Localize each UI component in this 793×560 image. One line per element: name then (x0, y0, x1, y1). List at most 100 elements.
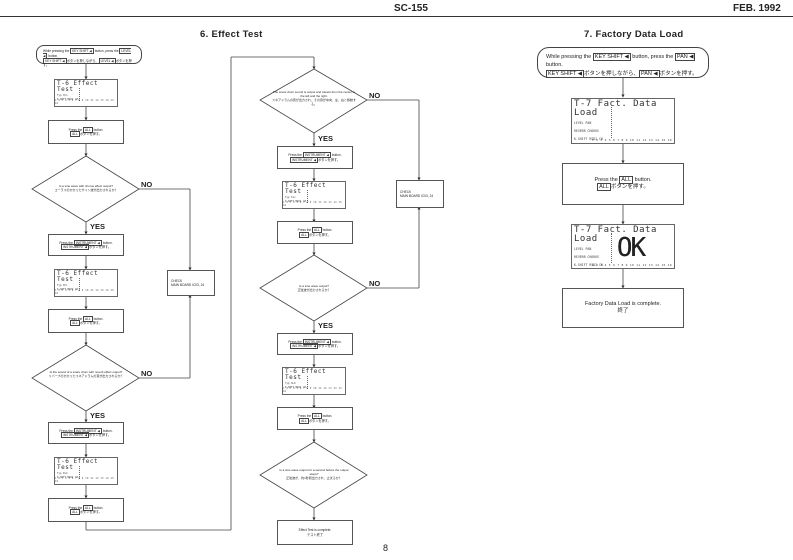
lcd-type: Typ SLD (285, 382, 296, 385)
lcd-dotted-divider (610, 233, 612, 263)
key-shift-key: KEY SHIFT ◀ (70, 48, 94, 54)
step-text: button. (93, 127, 104, 132)
lcd-title: T-6 Effect Test (57, 270, 99, 283)
step-text: Press the (68, 127, 83, 132)
step-text-jp: ボタンを押す。 (89, 433, 112, 437)
lcd-dotted-divider (610, 107, 612, 138)
check-label: CHECK (400, 189, 412, 194)
key-shift-key: KEY SHIFT ◀ (43, 57, 67, 64)
all-key: ALL (619, 175, 634, 184)
lcd-title: T-6 Effect Test (57, 458, 99, 471)
lcd-title: T-6 Effect Test (285, 368, 327, 381)
press-instrument-box-1: Press the INSTRUMENT ◀ button. INSTRUMEN… (48, 234, 124, 256)
instrument-key: INSTRUMENT ◀ (73, 427, 102, 434)
press-instrument-box-4: Press the INSTRUMENT ◀ button. INSTRUMEN… (277, 333, 353, 355)
pan-key: PAN ◀ (674, 53, 696, 61)
decision-question: The snare drum sound is output and trave… (272, 90, 356, 99)
step-text: button. (102, 240, 113, 245)
decision-question-jp: 正弦波が出力されるか？ (297, 288, 331, 293)
step-text-jp: ボタンを押す。 (308, 418, 331, 423)
lcd-row: K.SHFT MIDI CH (285, 386, 307, 389)
page-number: 8 (383, 543, 389, 553)
document-date: FEB. 1992 (733, 3, 781, 14)
press-instrument-box-2: Press the INSTRUMENT ◀ button. INSTRUMEN… (48, 422, 124, 444)
lcd-title: T-7 Fact. Data Load (574, 225, 657, 244)
step-text: Press the (59, 240, 73, 245)
lcd-channel-numbers: 1 2 3 4 5 6 7 8 9 10 11 12 13 14 15 16 (283, 387, 342, 393)
lcd-row: K.SHFT MIDI CH (57, 476, 79, 479)
all-key: ALL (597, 183, 611, 191)
level-key: LEVEL ◀ (98, 57, 116, 64)
lcd-channel-numbers: 1 2 3 4 5 6 7 8 9 10 11 12 13 14 15 16 (55, 477, 114, 483)
decision-text-5: Is a sine wave output for a second befor… (276, 468, 352, 480)
check-box-2: CHECK MAIN BOARD IC03, 24 (396, 180, 444, 208)
step-text-jp: ボタンを押す。 (79, 510, 102, 514)
lcd-dotted-divider (306, 190, 308, 203)
lcd-ok-indicator: OK (616, 233, 646, 263)
pan-key: PAN ◀ (639, 69, 660, 78)
yes-label: YES (318, 134, 334, 143)
step-text-jp: ボタンを押す。 (79, 321, 102, 325)
step-text: Press the (288, 153, 302, 158)
decision-text-3: The snare drum sound is output and trave… (272, 90, 356, 106)
yes-label: YES (318, 321, 334, 330)
check-box-1: CHECK MAIN BOARD IC03, 24 (167, 270, 215, 296)
header-rule (0, 16, 793, 17)
step-text: button. (331, 153, 342, 158)
lcd-dotted-divider (78, 88, 80, 101)
no-label: NO (369, 279, 381, 288)
lcd-type: Typ Rv2 (57, 472, 68, 475)
decision-question-jp: スネアドラムの音が出力され、その音が中央、左、右と移動する。 (272, 98, 356, 107)
lcd-display-effect-test-5: T-6 Effect Test Typ SLD K.SHFT MIDI CH 1… (282, 367, 346, 395)
decision-text-2: Is the sound of a snare drum with reverb… (40, 370, 132, 378)
instruction-text: button, press the (632, 54, 674, 60)
step-text-jp: ボタンを押す。 (318, 344, 341, 348)
lcd-row: LEVEL PAN (574, 247, 592, 251)
key-shift-key: KEY SHIFT ◀ (592, 53, 631, 61)
lcd-type: Typ Cho (57, 94, 68, 97)
instrument-key: INSTRUMENT ◀ (60, 244, 90, 250)
all-key: ALL (83, 315, 93, 322)
all-key: ALL (299, 231, 309, 238)
step-text-jp: ボタンを押す。 (308, 232, 331, 237)
all-key: ALL (312, 227, 322, 234)
lcd-row: K.SHFT MIDI CH (57, 288, 79, 291)
effect-test-complete-box: Effect Test is complete. テスト終了 (277, 520, 353, 545)
instrument-key: INSTRUMENT ◀ (289, 343, 319, 349)
step-text: button. (322, 228, 333, 233)
effect-test-start-instruction: While pressing the KEY SHIFT ◀ button, p… (36, 45, 142, 67)
decision-text-4: Is a sine wave output? 正弦波が出力されるか？ (282, 284, 346, 292)
instrument-key: INSTRUMENT ◀ (60, 432, 90, 438)
instruction-text: While pressing the (43, 49, 70, 53)
effect-test-title: 6. Effect Test (200, 29, 263, 40)
step-text: Press the (288, 339, 302, 344)
lcd-row: K.SHIFT MIDI CH (574, 263, 603, 267)
all-key: ALL (312, 413, 322, 420)
step-text: button. (634, 176, 652, 183)
lcd-dotted-divider (78, 278, 80, 291)
instruction-text: button. (48, 53, 59, 58)
completion-text: Factory Data Load is complete. (584, 300, 662, 307)
decision-question: Is a sine wave output for a second befor… (279, 468, 349, 477)
lcd-channel-numbers: 1 2 3 4 5 6 7 8 9 10 11 12 13 14 15 16 (283, 201, 342, 207)
completion-text-jp: テスト終了 (307, 532, 323, 537)
all-key: ALL (83, 504, 93, 511)
model-name: SC-155 (394, 3, 428, 14)
lcd-title: T-7 Fact. Data Load (574, 99, 657, 118)
completion-text: Effect Test is complete. (298, 528, 332, 533)
lcd-row: LEVEL PAN (574, 121, 592, 125)
lcd-row: K.SHFT MIDI CH (57, 98, 79, 101)
key-shift-key: KEY SHIFT ◀ (546, 69, 584, 78)
lcd-dotted-divider (78, 466, 80, 479)
instruction-text-jp: ボタンを押す。 (43, 58, 132, 68)
step-text: Press the (68, 316, 83, 321)
all-key: ALL (70, 320, 80, 326)
lcd-display-factory-load-1: T-7 Fact. Data Load LEVEL PAN REVERB CHO… (571, 98, 675, 144)
decision-question-jp: コーラスのかかったサイン波が出力されるか？ (54, 188, 118, 193)
lcd-title: T-6 Effect Test (57, 80, 99, 93)
all-key: ALL (70, 131, 80, 137)
